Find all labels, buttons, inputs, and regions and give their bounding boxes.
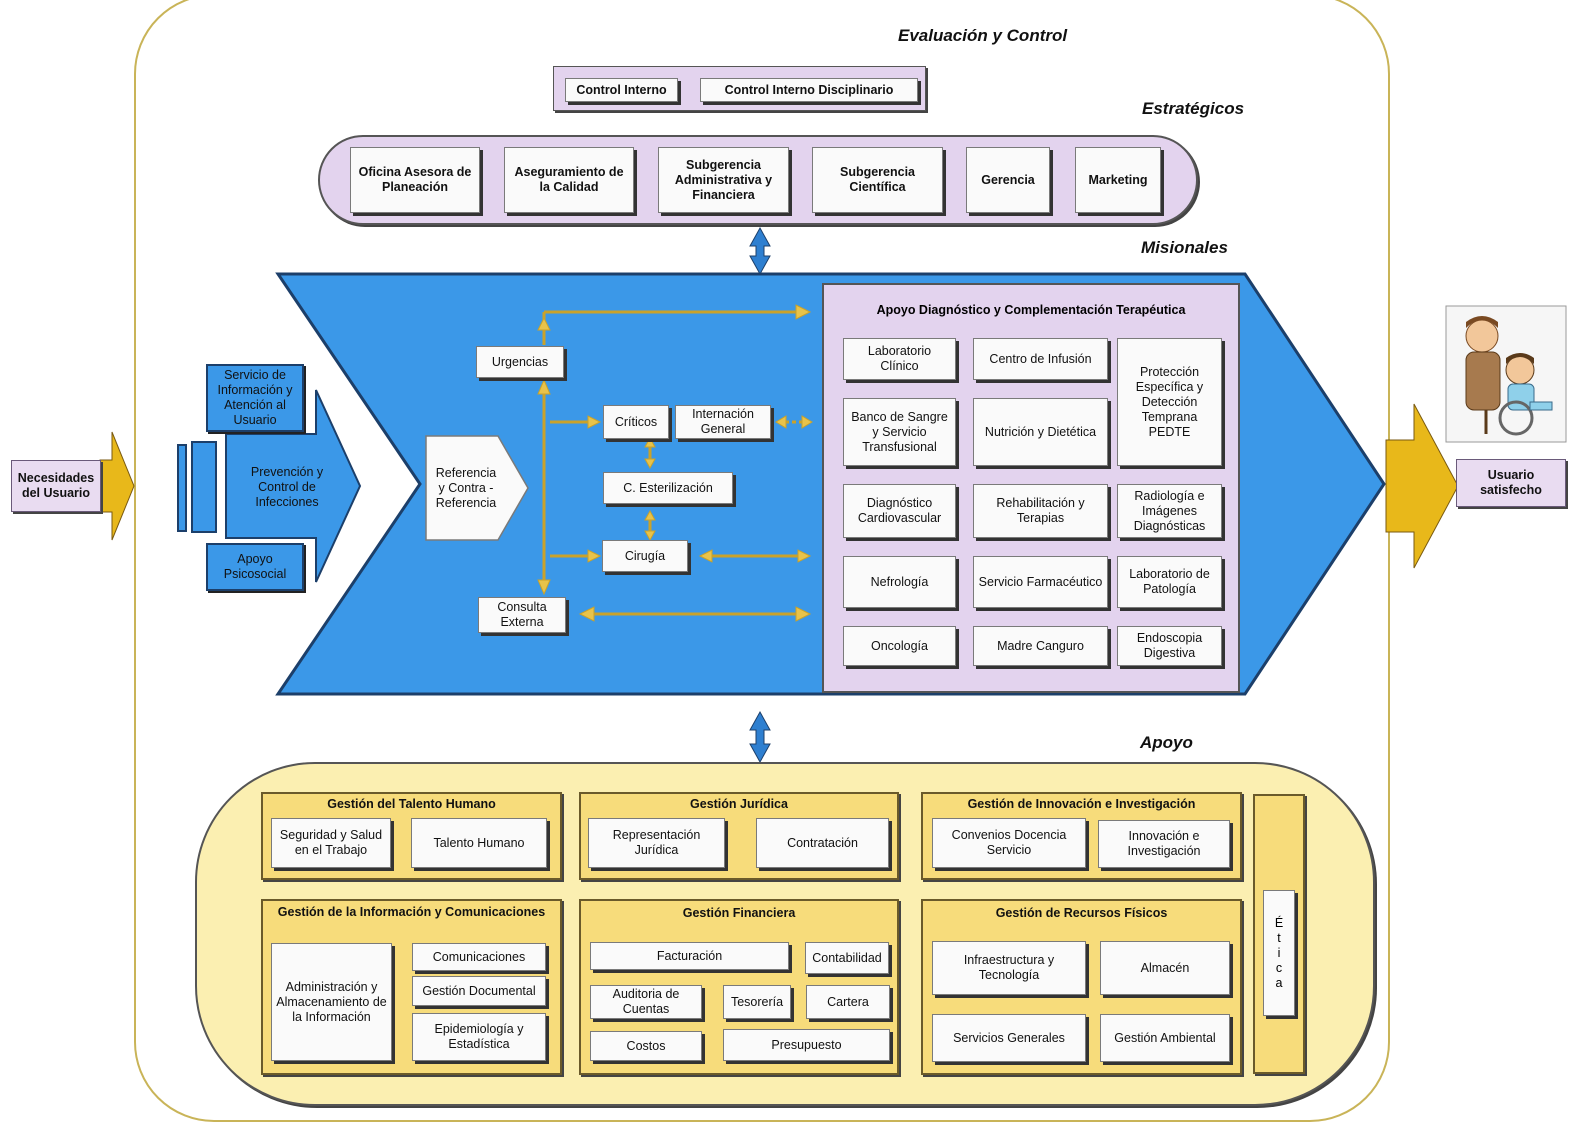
apoyo-diagnostico-title: Apoyo Diagnóstico y Complementación Tera… xyxy=(876,303,1186,317)
ad-radiologia: Radiología e Imágenes Diagnósticas xyxy=(1117,484,1222,538)
estrategico-planeacion: Oficina Asesora de Planeación xyxy=(350,147,480,213)
ad-centro-infusion: Centro de Infusión xyxy=(973,338,1108,380)
etica-letter: c xyxy=(1275,960,1283,975)
control-interno-disciplinario-box: Control Interno Disciplinario xyxy=(700,78,918,102)
title-evaluacion: Evaluación y Control xyxy=(898,26,1068,45)
apoyo-psicosocial-box: Apoyo Psicosocial xyxy=(206,543,304,591)
referencia-label: Referencia y Contra - Referencia xyxy=(435,465,497,510)
juridica-representacion: Representación Jurídica xyxy=(588,818,725,868)
group-financiera-title: Gestión Financiera xyxy=(682,906,796,920)
ad-endoscopia: Endoscopia Digestiva xyxy=(1117,626,1222,666)
ad-servicio-farmaceutico: Servicio Farmacéutico xyxy=(973,556,1108,608)
estrategico-subgerencia-admin: Subgerencia Administrativa y Financiera xyxy=(658,147,789,213)
fin-tesoreria: Tesorería xyxy=(723,985,791,1019)
juridica-contratacion: Contratación xyxy=(756,818,889,868)
group-innovacion-title: Gestión de Innovación e Investigación xyxy=(967,797,1196,811)
servicio-informacion-box: Servicio de Información y Atención al Us… xyxy=(206,364,304,432)
prevencion-arrow xyxy=(225,389,362,583)
ad-nutricion: Nutrición y Dietética xyxy=(973,398,1108,466)
left-bar-2 xyxy=(191,441,217,533)
group-informacion-title: Gestión de la Información y Comunicacion… xyxy=(277,905,546,919)
info-administracion: Administración y Almacenamiento de la In… xyxy=(271,943,392,1061)
group-fisicos-title: Gestión de Recursos Físicos xyxy=(995,906,1168,920)
innovacion-convenios: Convenios Docencia Servicio xyxy=(932,818,1086,868)
estrategico-calidad: Aseguramiento de la Calidad xyxy=(504,147,634,213)
cirugia-box: Cirugía xyxy=(602,540,688,572)
etica-box: É t i c a xyxy=(1263,890,1295,1016)
innovacion-investigacion: Innovación e Investigación xyxy=(1098,820,1230,868)
etica-letter: a xyxy=(1275,975,1283,990)
fin-costos: Costos xyxy=(590,1031,702,1061)
gold-connectors xyxy=(537,304,813,622)
group-juridica-title: Gestión Jurídica xyxy=(690,797,788,811)
consulta-externa-box: Consulta Externa xyxy=(478,597,566,633)
group-talento-title: Gestión del Talento Humano xyxy=(327,797,496,811)
arrow-estrategicos-misionales xyxy=(749,226,771,276)
internacion-general-box: Internación General xyxy=(675,405,771,439)
estrategico-gerencia: Gerencia xyxy=(966,147,1050,213)
ad-nefrologia: Nefrología xyxy=(843,556,956,608)
fin-auditoria: Auditoria de Cuentas xyxy=(590,985,702,1019)
usuario-satisfecho-image xyxy=(1445,305,1567,443)
title-estrategicos: Estratégicos xyxy=(1142,99,1245,118)
urgencias-box: Urgencias xyxy=(476,346,564,378)
info-gestion-documental: Gestión Documental xyxy=(412,976,546,1006)
ad-banco-sangre: Banco de Sangre y Servicio Transfusional xyxy=(843,398,956,466)
left-bar-1 xyxy=(177,444,187,532)
esterilizacion-box: C. Esterilización xyxy=(603,472,733,504)
ad-laboratorio-clinico: Laboratorio Clínico xyxy=(843,338,956,380)
fin-facturacion: Facturación xyxy=(590,942,789,970)
etica-letter: É xyxy=(1274,915,1284,930)
necesidades-usuario-box: Necesidades del Usuario xyxy=(11,460,101,512)
arrow-misionales-apoyo xyxy=(749,710,771,764)
fisicos-gestion-ambiental: Gestión Ambiental xyxy=(1100,1014,1230,1062)
referencia-shape xyxy=(425,435,529,541)
criticos-box: Críticos xyxy=(603,405,669,439)
fisicos-almacen: Almacén xyxy=(1100,941,1230,995)
etica-letter: i xyxy=(1277,945,1281,960)
fin-presupuesto: Presupuesto xyxy=(723,1029,890,1061)
entrada-arrow xyxy=(99,431,135,541)
etica-letter: t xyxy=(1277,930,1281,945)
ad-madre-canguro: Madre Canguro xyxy=(973,626,1108,666)
ad-oncologia: Oncología xyxy=(843,626,956,666)
fisicos-servicios-generales: Servicios Generales xyxy=(932,1014,1086,1062)
title-apoyo: Apoyo xyxy=(1140,733,1193,752)
info-comunicaciones: Comunicaciones xyxy=(412,943,546,971)
estrategico-subgerencia-cientifica: Subgerencia Científica xyxy=(812,147,943,213)
ad-pedte: Protección Específica y Detección Tempra… xyxy=(1117,338,1222,466)
fisicos-infraestructura: Infraestructura y Tecnología xyxy=(932,941,1086,995)
ad-diagnostico-cardiovascular: Diagnóstico Cardiovascular xyxy=(843,484,956,538)
prevencion-label: Prevención y Control de Infecciones xyxy=(250,464,324,509)
fin-contabilidad: Contabilidad xyxy=(805,942,889,974)
control-interno-box: Control Interno xyxy=(565,78,678,102)
salida-arrow xyxy=(1385,403,1459,569)
ad-laboratorio-patologia: Laboratorio de Patología xyxy=(1117,556,1222,608)
info-epidemiologia: Epidemiología y Estadística xyxy=(412,1013,546,1061)
ad-rehabilitacion: Rehabilitación y Terapias xyxy=(973,484,1108,538)
title-misionales: Misionales xyxy=(1141,238,1228,257)
fin-cartera: Cartera xyxy=(806,985,890,1019)
usuario-satisfecho-box: Usuario satisfecho xyxy=(1456,459,1566,507)
estrategico-marketing: Marketing xyxy=(1075,147,1161,213)
talento-talento-humano: Talento Humano xyxy=(411,818,547,868)
talento-seguridad-salud: Seguridad y Salud en el Trabajo xyxy=(271,818,391,868)
